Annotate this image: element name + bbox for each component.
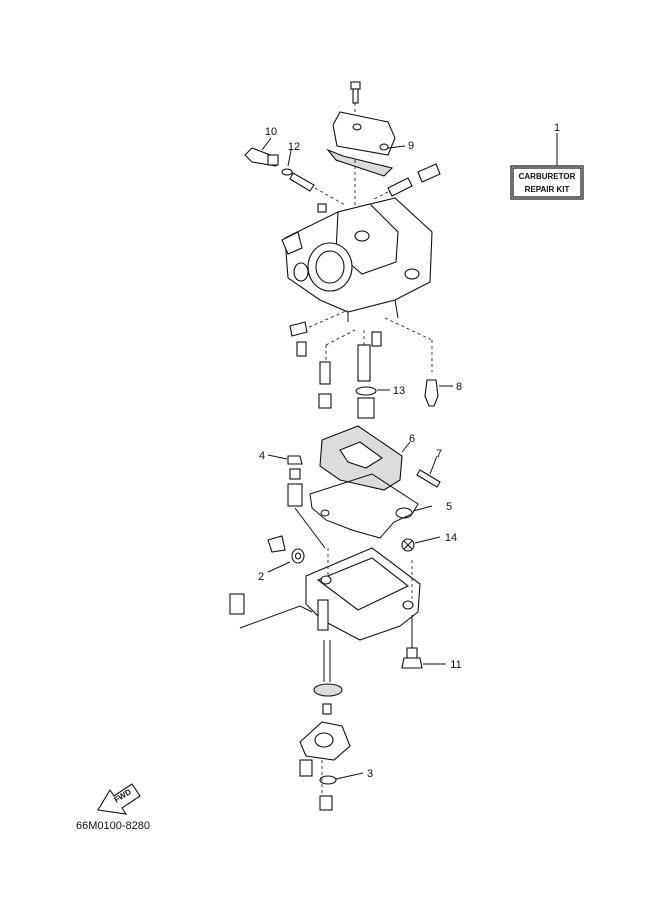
gasket-5 (309, 473, 433, 539)
drain-screw-14 (401, 536, 441, 552)
carburetor-body (281, 197, 433, 322)
bolt-11 (401, 647, 446, 669)
pilot-screw-assembly (244, 147, 346, 206)
needle-valve-8 (424, 379, 453, 407)
callout-11: 11 (450, 659, 461, 671)
pin-7 (416, 455, 441, 488)
callout-5: 5 (446, 501, 452, 513)
callout-leaders (261, 137, 406, 167)
callout-12: 12 (288, 141, 300, 153)
top-cover-assembly (326, 81, 396, 205)
callout-1: 1 (554, 122, 560, 134)
repair-kit-label: CARBURETOR REPAIR KIT (510, 133, 584, 200)
callout-8: 8 (456, 381, 462, 393)
callout-13: 13 (393, 385, 405, 397)
callout-3: 3 (367, 768, 373, 780)
o-ring-13 (355, 386, 390, 396)
jet-assembly (289, 309, 433, 419)
callout-14: 14 (445, 532, 457, 544)
callout-4: 4 (259, 450, 265, 462)
fwd-arrow-icon: FWD (97, 783, 141, 815)
callout-7: 7 (436, 448, 442, 460)
side-plug-assembly (371, 163, 441, 201)
float-6 (319, 425, 411, 491)
callout-10: 10 (265, 126, 277, 138)
document-code: 66M0100-8280 (76, 820, 151, 832)
washer-2 (229, 535, 313, 629)
repair-kit-line1: CARBURETOR (519, 172, 576, 181)
repair-kit-line2: REPAIR KIT (525, 185, 570, 194)
lower-stack (299, 640, 364, 811)
callouts: 1 10 12 9 13 8 6 4 7 5 14 2 11 3 (258, 122, 560, 780)
callout-9: 9 (408, 140, 414, 152)
cap-4 (267, 454, 326, 549)
float-bowl (305, 547, 421, 648)
callout-6: 6 (409, 433, 415, 445)
callout-2: 2 (258, 571, 264, 583)
